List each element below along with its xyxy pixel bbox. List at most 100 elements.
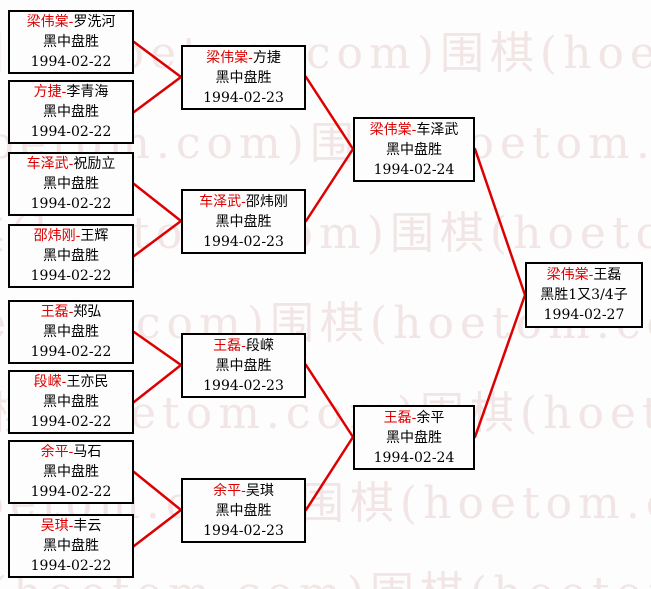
winner-name: 段嵘 [33,374,62,390]
match-date: 1994-02-22 [30,124,112,140]
match-pairing: 段嵘-王亦民 [34,372,109,392]
winner-name: 余平 [213,482,242,499]
loser-name: 邵炜刚 [245,193,288,210]
name-separator: - [75,228,81,244]
match-date: 1994-02-22 [30,414,112,430]
name-separator: - [68,518,74,534]
connector-line [304,435,355,512]
match-pairing: 方捷-李青海 [34,82,109,102]
name-separator: - [61,84,67,100]
match-box-sf-1: 梁伟棠-车泽武 黑中盘胜 1994-02-24 [353,117,475,182]
connector-line [473,147,527,297]
connector-line [132,330,183,367]
match-result: 黑中盘胜 [43,104,99,120]
winner-name: 车泽武 [26,156,69,172]
match-result: 黑中盘胜 [43,176,99,192]
match-pairing: 王磊-段嵘 [213,336,274,356]
winner-name: 梁伟棠 [206,49,249,66]
winner-name: 余平 [40,444,69,460]
connector-line [132,219,183,258]
match-box-r2-3: 王磊-段嵘 黑中盘胜 1994-02-23 [181,333,306,398]
match-box-r2-1: 梁伟棠-方捷 黑中盘胜 1994-02-23 [181,45,306,110]
match-date: 1994-02-23 [203,522,284,539]
loser-name: 王磊 [593,267,622,283]
loser-name: 丰云 [73,518,102,534]
match-date: 1994-02-22 [30,54,112,70]
winner-name: 王磊 [40,304,69,320]
match-date: 1994-02-22 [30,268,112,284]
connector-line [132,40,183,79]
match-box-r1-4: 邵炜刚-王辉 黑中盘胜 1994-02-22 [8,224,134,288]
name-separator: - [68,156,74,172]
match-result: 黑中盘胜 [43,248,99,264]
winner-name: 王磊 [213,337,242,354]
winner-name: 梁伟棠 [369,121,412,138]
match-pairing: 余平-吴琪 [213,481,274,501]
connector-line [132,508,183,548]
winner-name: 邵炜刚 [33,228,76,244]
match-box-r1-6: 段嵘-王亦民 黑中盘胜 1994-02-22 [8,370,134,434]
match-result: 黑中盘胜 [215,357,272,374]
match-box-r1-3: 车泽武-祝励立 黑中盘胜 1994-02-22 [8,152,134,216]
loser-name: 王亦民 [66,374,109,390]
match-date: 1994-02-22 [30,344,112,360]
match-result: 黑中盘胜 [386,141,442,158]
match-box-r1-2: 方捷-李青海 黑中盘胜 1994-02-22 [8,80,134,144]
loser-name: 车泽武 [416,121,459,138]
match-box-r2-4: 余平-吴琪 黑中盘胜 1994-02-23 [181,478,306,543]
loser-name: 余平 [416,409,445,426]
match-date: 1994-02-22 [30,196,112,212]
loser-name: 方捷 [252,49,281,66]
name-separator: - [248,49,253,66]
match-result: 黑中盘胜 [386,429,442,446]
match-result: 黑中盘胜 [215,69,272,86]
connector-line [304,147,355,223]
winner-name: 车泽武 [199,193,242,210]
match-date: 1994-02-27 [543,307,625,323]
match-result: 黑中盘胜 [215,213,272,230]
match-box-r1-7: 余平-马石 黑中盘胜 1994-02-22 [8,440,134,504]
loser-name: 王辉 [80,228,109,244]
loser-name: 李青海 [66,84,109,100]
name-separator: - [68,444,74,460]
match-date: 1994-02-24 [373,449,455,466]
match-box-r1-8: 吴琪-丰云 黑中盘胜 1994-02-22 [8,514,134,578]
match-box-sf-2: 王磊-余平 黑中盘胜 1994-02-24 [353,405,475,470]
match-box-final: 梁伟棠-王磊 黑胜1又3/4子 1994-02-27 [525,262,643,328]
winner-name: 王磊 [383,409,412,426]
match-pairing: 梁伟棠-王磊 [547,265,622,285]
match-result: 黑胜1又3/4子 [540,287,628,303]
loser-name: 罗洗河 [73,14,116,30]
connector-line [132,182,183,223]
match-date: 1994-02-22 [30,484,112,500]
match-box-r2-2: 车泽武-邵炜刚 黑中盘胜 1994-02-23 [181,189,306,254]
connector-line [304,75,355,151]
match-box-r1-5: 王磊-郑弘 黑中盘胜 1994-02-22 [8,300,134,364]
match-pairing: 车泽武-祝励立 [27,154,116,174]
match-date: 1994-02-22 [30,558,112,574]
match-result: 黑中盘胜 [43,394,99,410]
name-separator: - [588,267,594,283]
loser-name: 祝励立 [73,156,116,172]
match-result: 黑中盘胜 [215,502,272,519]
loser-name: 郑弘 [73,304,102,320]
connector-line [132,75,183,114]
name-separator: - [241,482,246,499]
loser-name: 马石 [73,444,102,460]
name-separator: - [68,14,74,30]
match-pairing: 吴琪-丰云 [41,516,102,536]
match-box-r1-1: 梁伟棠-罗洗河 黑中盘胜 1994-02-22 [8,10,134,74]
match-pairing: 梁伟棠-车泽武 [370,120,459,140]
match-pairing: 王磊-余平 [384,408,445,428]
match-date: 1994-02-23 [203,89,284,106]
match-pairing: 王磊-郑弘 [41,302,102,322]
connector-line [473,293,527,439]
match-pairing: 梁伟棠-罗洗河 [27,12,116,32]
name-separator: - [68,304,74,320]
winner-name: 梁伟棠 [546,267,589,283]
name-separator: - [241,337,246,354]
loser-name: 段嵘 [245,337,274,354]
name-separator: - [411,409,417,426]
